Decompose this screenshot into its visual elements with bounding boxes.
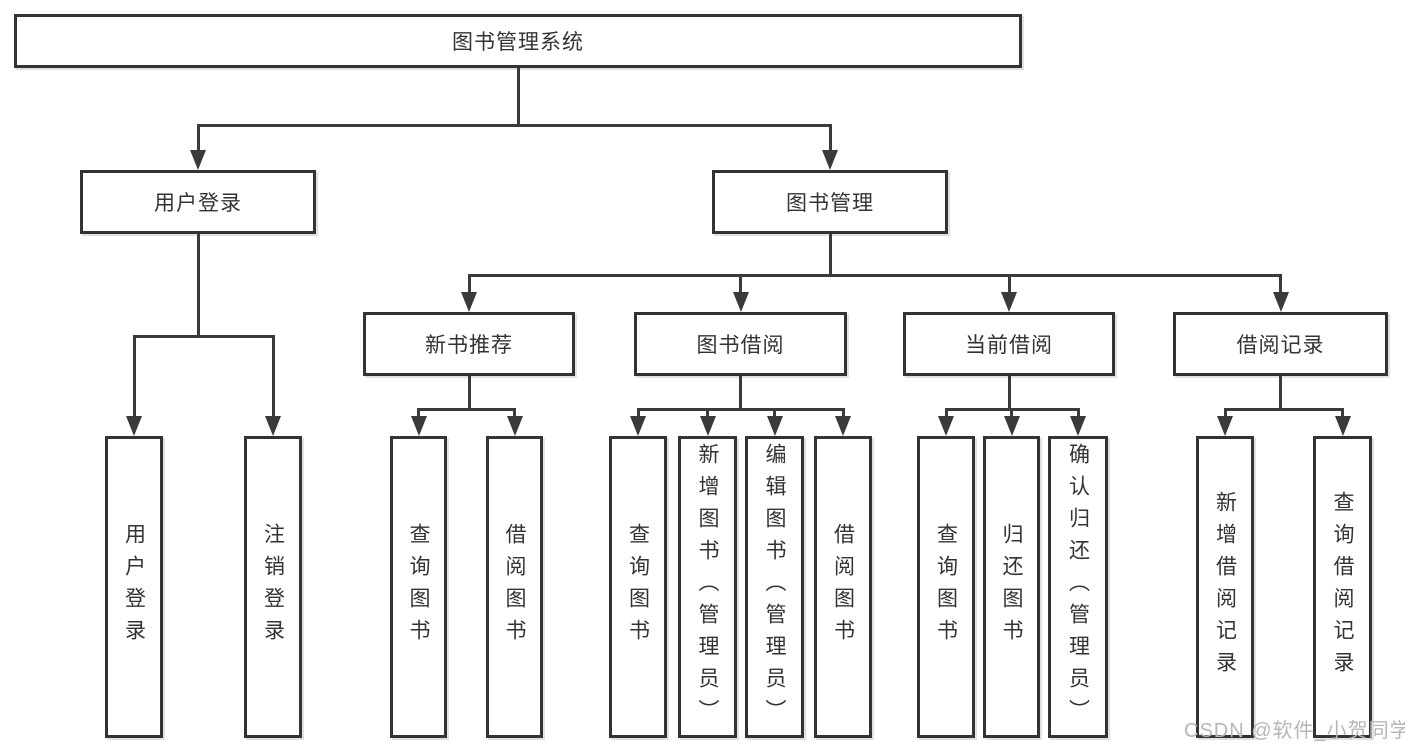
- connector-stem: [739, 376, 742, 411]
- node-label-cb-confirm-return: 确认归还（管理员）: [1066, 443, 1090, 731]
- connector-drop: [706, 411, 709, 418]
- connector-drop: [1341, 411, 1344, 418]
- node-label-system: 图书管理系统: [452, 31, 584, 54]
- node-label-book-borrowing: 图书借阅: [696, 334, 785, 357]
- arrow-down-icon: [1003, 416, 1020, 436]
- arrow-down-icon: [265, 416, 281, 436]
- node-box-cb-return-books: 归还图书: [983, 436, 1040, 738]
- arrow-down-icon: [766, 416, 783, 436]
- node-box-bb-edit-books: 编辑图书（管理员）: [745, 436, 804, 738]
- connector-drop: [196, 127, 200, 152]
- node-box-user-login: 用户登录: [80, 170, 316, 234]
- connector-drop: [636, 411, 640, 418]
- connector-stem: [1279, 376, 1282, 411]
- connector-bar: [417, 408, 516, 411]
- node-label-br-add-record: 新增借阅记录: [1213, 491, 1237, 683]
- connector-stem: [1007, 376, 1011, 411]
- node-box-logout: 注销登录: [244, 436, 302, 738]
- connector-drop: [1076, 411, 1080, 418]
- connector-drop: [417, 411, 420, 418]
- connector-drop: [828, 127, 832, 152]
- node-label-bb-add-books: 新增图书（管理员）: [696, 443, 719, 731]
- connector-bar: [132, 335, 275, 338]
- node-box-cb-query-books: 查询图书: [917, 436, 975, 738]
- arrow-down-icon: [835, 416, 851, 436]
- connector-drop: [739, 277, 742, 294]
- connector-drop: [132, 338, 136, 418]
- node-box-current-borrowing: 当前借阅: [903, 312, 1115, 376]
- node-box-nbr-borrow-books: 借阅图书: [486, 436, 543, 738]
- arrow-down-icon: [126, 416, 142, 436]
- arrow-down-icon: [732, 292, 749, 312]
- arrow-down-icon: [461, 292, 477, 312]
- connector-stem: [828, 234, 832, 277]
- node-label-book-management: 图书管理: [786, 192, 874, 215]
- node-box-bb-borrow-books: 借阅图书: [814, 436, 872, 738]
- node-label-bb-query-books: 查询图书: [626, 523, 650, 651]
- node-label-logout: 注销登录: [261, 523, 285, 651]
- connector-drop: [513, 411, 516, 418]
- connector-drop: [1223, 411, 1227, 418]
- arrow-down-icon: [190, 150, 206, 170]
- arrow-down-icon: [1217, 416, 1233, 436]
- connector-drop: [271, 338, 275, 418]
- connector-bar: [196, 124, 832, 127]
- connector-drop: [1279, 277, 1282, 294]
- arrow-down-icon: [1334, 416, 1351, 436]
- connector-drop: [841, 411, 845, 418]
- node-label-bb-borrow-books: 借阅图书: [831, 523, 855, 651]
- node-label-current-borrowing: 当前借阅: [965, 334, 1053, 357]
- node-box-system: 图书管理系统: [14, 14, 1022, 68]
- arrow-down-icon: [1070, 416, 1086, 436]
- connector-bar: [636, 408, 845, 411]
- node-label-nbr-borrow-books: 借阅图书: [503, 523, 526, 651]
- node-box-br-add-record: 新增借阅记录: [1196, 436, 1254, 738]
- node-box-bb-query-books: 查询图书: [609, 436, 667, 738]
- arrow-down-icon: [410, 416, 427, 436]
- connector-bar: [1223, 408, 1344, 411]
- connector-drop: [1007, 277, 1011, 294]
- connector-stem: [516, 68, 520, 127]
- arrow-down-icon: [699, 416, 716, 436]
- arrow-down-icon: [630, 416, 646, 436]
- node-box-borrow-records: 借阅记录: [1173, 312, 1388, 376]
- node-label-cb-return-books: 归还图书: [1000, 523, 1023, 651]
- connector-drop: [467, 277, 471, 294]
- connector-stem: [196, 234, 200, 338]
- arrow-down-icon: [938, 416, 954, 436]
- arrow-down-icon: [822, 150, 838, 170]
- node-box-login: 用户登录: [105, 436, 163, 738]
- node-box-br-query-record: 查询借阅记录: [1313, 436, 1372, 738]
- node-box-bb-add-books: 新增图书（管理员）: [678, 436, 737, 738]
- node-label-nbr-query-books: 查询图书: [407, 523, 430, 651]
- csdn-watermark: CSDN @软件_小贺同学: [1184, 720, 1405, 742]
- node-box-cb-confirm-return: 确认归还（管理员）: [1048, 436, 1108, 738]
- arrow-down-icon: [1001, 292, 1017, 312]
- node-box-book-borrowing: 图书借阅: [634, 312, 847, 376]
- node-box-new-book-recommend: 新书推荐: [363, 312, 575, 376]
- arrow-down-icon: [506, 416, 523, 436]
- connector-bar: [467, 274, 1282, 277]
- connector-stem: [467, 376, 471, 411]
- connector-bar: [944, 408, 1080, 411]
- node-label-borrow-records: 借阅记录: [1236, 334, 1325, 357]
- node-label-cb-query-books: 查询图书: [934, 523, 958, 651]
- node-box-nbr-query-books: 查询图书: [390, 436, 447, 738]
- connector-drop: [1010, 411, 1013, 418]
- node-label-user-login: 用户登录: [154, 192, 242, 215]
- node-box-book-management: 图书管理: [712, 170, 948, 234]
- connector-drop: [944, 411, 948, 418]
- arrow-down-icon: [1272, 292, 1289, 312]
- connector-drop: [773, 411, 776, 418]
- node-label-new-book-recommend: 新书推荐: [425, 334, 513, 357]
- node-label-bb-edit-books: 编辑图书（管理员）: [763, 443, 786, 731]
- node-label-login: 用户登录: [122, 523, 146, 651]
- node-label-br-query-record: 查询借阅记录: [1331, 491, 1354, 683]
